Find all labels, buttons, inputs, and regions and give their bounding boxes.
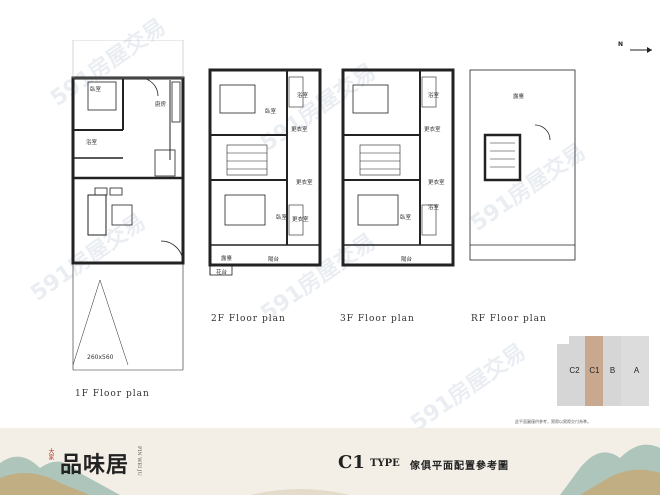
north-label: N bbox=[618, 41, 624, 48]
floor-plan-3f bbox=[341, 68, 455, 267]
room-label-3f-bedroom-bottom: 臥室 bbox=[400, 215, 412, 221]
room-label-2f-bath-top: 浴室 bbox=[297, 93, 309, 99]
room-label-2f-balcony: 陽台 bbox=[268, 257, 280, 263]
room-label-bedroom: 臥室 bbox=[90, 87, 102, 93]
room-label-2f-closet-top: 更衣室 bbox=[291, 127, 308, 133]
unit-label-c1: C1 bbox=[589, 366, 600, 375]
room-label-2f-bedroom-bottom: 臥室 bbox=[276, 215, 288, 221]
floor-plan-2f bbox=[208, 68, 322, 276]
unit-type-code: C1 bbox=[338, 452, 365, 473]
footer-banner bbox=[0, 428, 660, 495]
floor-plan-rf bbox=[469, 69, 576, 261]
room-label-bath: 浴室 bbox=[86, 140, 98, 146]
plan-label-1f: 1F Floor plan bbox=[75, 389, 150, 399]
plan-label-3f: 3F Floor plan bbox=[340, 314, 415, 324]
unit-label-a: A bbox=[633, 366, 640, 375]
room-label-2f-garden: 花台 bbox=[216, 270, 228, 276]
room-label-2f-bedroom-top: 臥室 bbox=[265, 109, 277, 115]
room-label-kitchen: 廚房 bbox=[155, 102, 167, 108]
room-label-3f-bath-top: 浴室 bbox=[428, 93, 440, 99]
brand-english: PIN WEI JU bbox=[136, 446, 142, 476]
unit-label-b: B bbox=[609, 366, 616, 375]
plan-label-2f: 2F Floor plan bbox=[211, 314, 286, 324]
parking-dimension: 260x560 bbox=[87, 354, 114, 361]
north-arrow-icon bbox=[628, 40, 654, 59]
unit-label-c2: C2 bbox=[569, 366, 580, 375]
plan-label-rf: RF Floor plan bbox=[471, 314, 547, 324]
room-label-3f-closet-mid: 更衣室 bbox=[428, 180, 445, 186]
brand-tag: 大家 bbox=[47, 448, 54, 460]
room-label-3f-balcony: 陽台 bbox=[401, 257, 413, 263]
room-label-3f-closet-top: 更衣室 bbox=[424, 127, 441, 133]
mountain-decoration bbox=[0, 444, 660, 495]
room-label-2f-closet-mid: 更衣室 bbox=[296, 180, 313, 186]
floor-plan-1f bbox=[71, 40, 185, 371]
watermark: 591房屋交易 bbox=[406, 339, 531, 437]
plan-description: 傢俱平面配置參考圖 bbox=[410, 461, 509, 472]
unit-type-word: TYPE bbox=[370, 458, 400, 469]
brand-logo: 品味居 bbox=[60, 452, 130, 478]
room-label-2f-closet-bottom: 更衣室 bbox=[292, 217, 309, 223]
disclaimer-text: 此平面圖僅供參考，實際以實際交付為準。 bbox=[515, 419, 591, 424]
room-label-rf-terrace: 露臺 bbox=[513, 94, 525, 100]
room-label-3f-bath-bottom: 浴室 bbox=[428, 205, 440, 211]
unit-key-plan bbox=[557, 336, 649, 406]
room-label-2f-terrace: 露臺 bbox=[221, 256, 233, 262]
